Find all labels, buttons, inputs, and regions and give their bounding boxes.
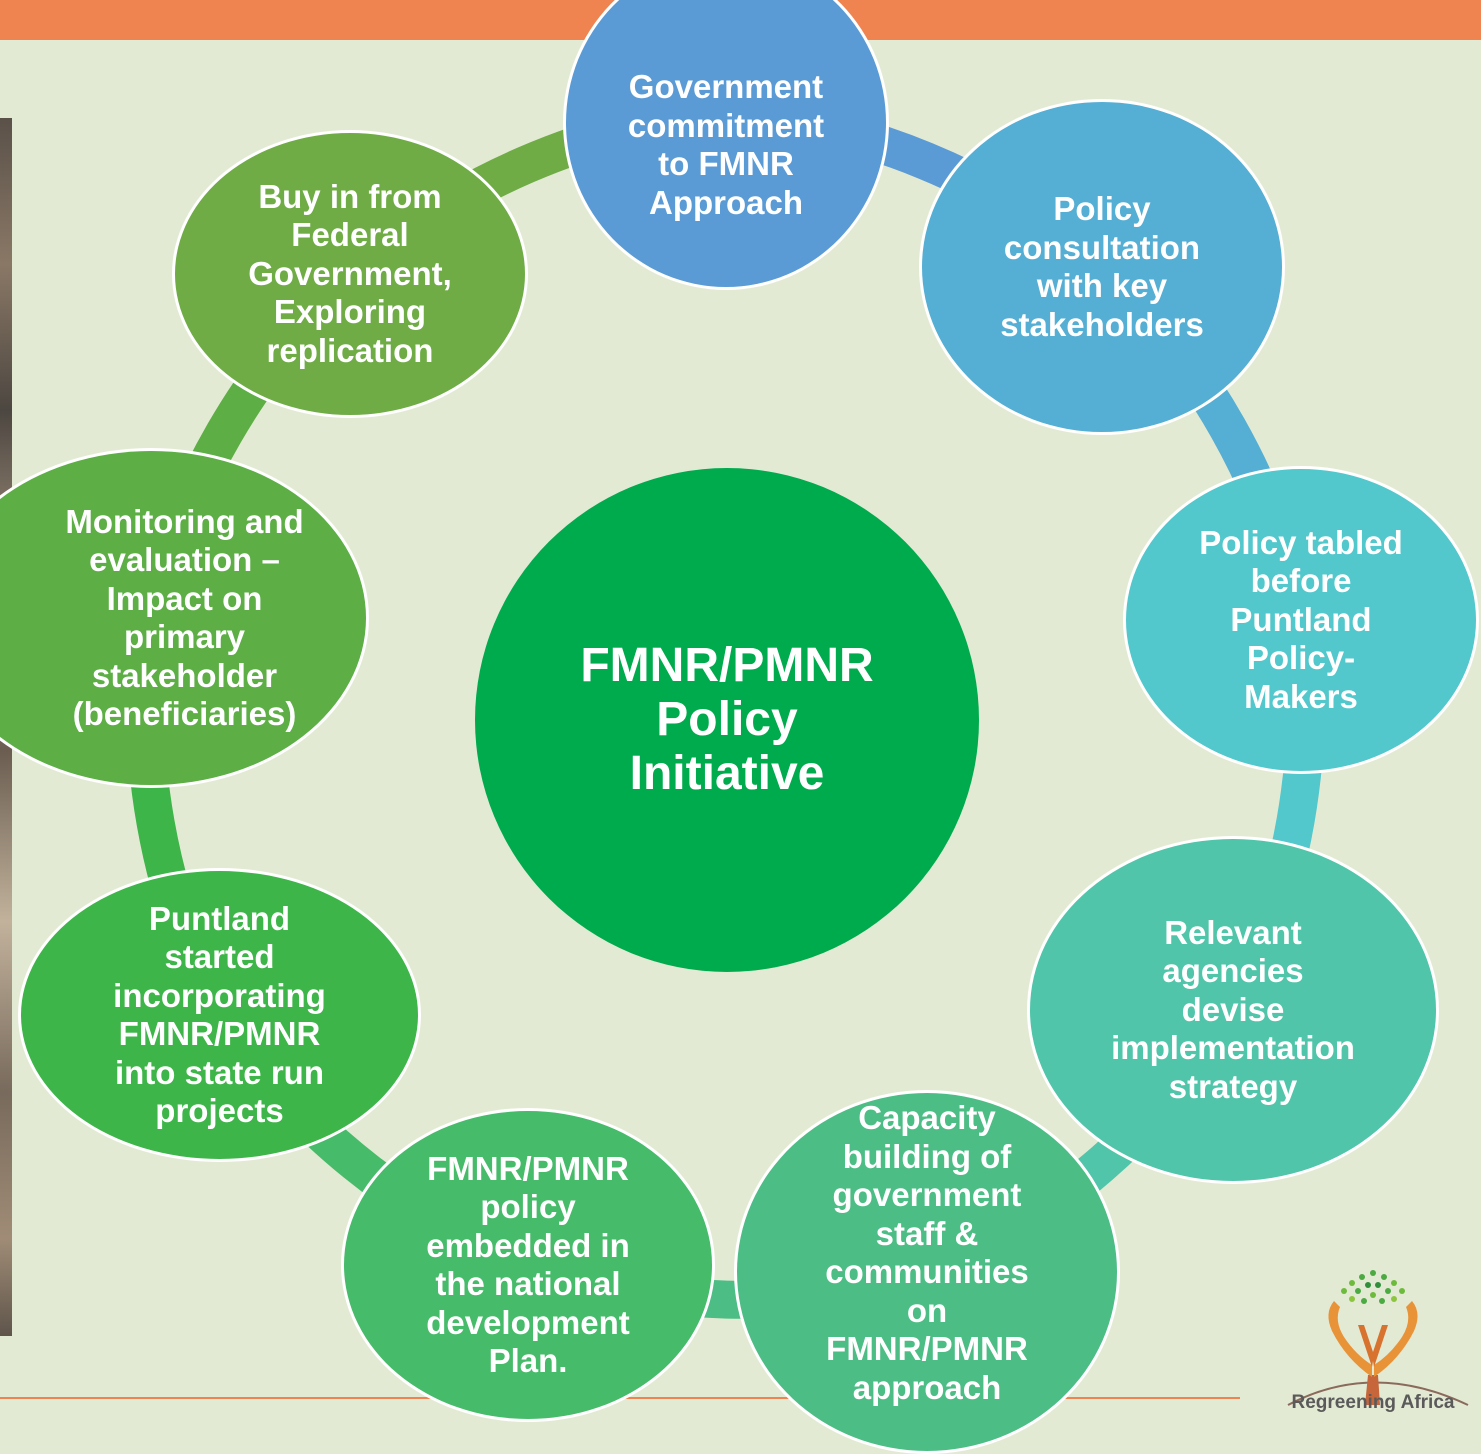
node-federal-buy-in: Buy in from Federal Government, Explorin… [172, 130, 528, 418]
node-monitoring-evaluation: Monitoring and evaluation – Impact on pr… [0, 448, 369, 788]
logo-text: Regreening Africa [1291, 1392, 1455, 1413]
regreening-africa-logo [1287, 1270, 1469, 1406]
tree-icon [1287, 1270, 1469, 1406]
node-label: FMNR/PMNR policy embedded in the nationa… [426, 1149, 630, 1380]
node-implementation-strategy: Relevant agencies devise implementation … [1027, 836, 1439, 1184]
node-label: Monitoring and evaluation – Impact on pr… [65, 502, 304, 733]
node-policy-consultation: Policy consultation with key stakeholder… [919, 99, 1285, 435]
node-label: Policy consultation with key stakeholder… [1000, 190, 1204, 343]
node-label: Buy in from Federal Government, Explorin… [248, 177, 452, 369]
node-label: Puntland started incorporating FMNR/PMNR… [113, 899, 326, 1130]
node-state-run-projects: Puntland started incorporating FMNR/PMNR… [18, 868, 421, 1162]
node-development-plan: FMNR/PMNR policy embedded in the nationa… [341, 1108, 715, 1422]
center-node-label: FMNR/PMNR Policy Initiative [580, 639, 874, 800]
node-label: Relevant agencies devise implementation … [1111, 913, 1355, 1105]
node-policy-tabled: Policy tabled before Puntland Policy- Ma… [1123, 466, 1479, 774]
node-capacity-building: Capacity building of government staff & … [734, 1090, 1120, 1454]
node-label: Policy tabled before Puntland Policy- Ma… [1199, 523, 1403, 715]
node-government-commitment: Government commitment to FMNR Approach [563, 0, 889, 290]
center-node: FMNR/PMNR Policy Initiative [475, 468, 979, 972]
node-label: Government commitment to FMNR Approach [627, 68, 825, 221]
node-label: Capacity building of government staff & … [825, 1099, 1029, 1406]
